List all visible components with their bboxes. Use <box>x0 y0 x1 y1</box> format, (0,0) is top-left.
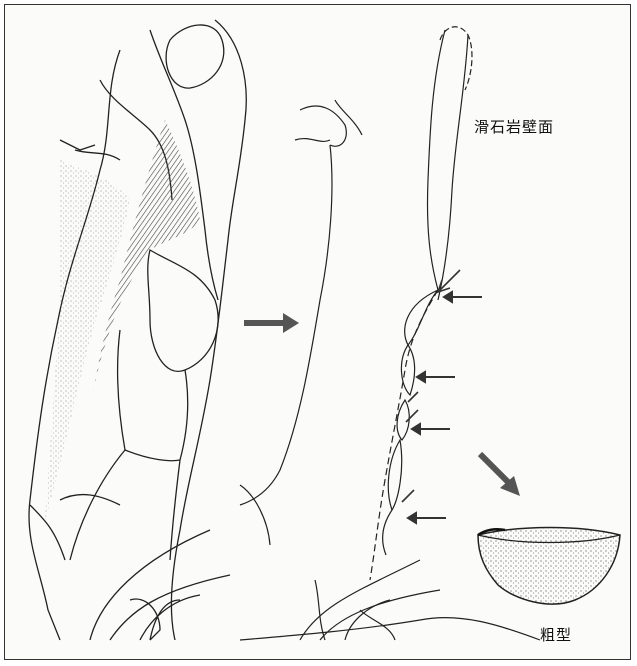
small-diagonal-arrows <box>402 270 460 502</box>
rough-mold-label: 粗型 <box>540 624 572 645</box>
left-stipple <box>45 160 130 520</box>
arrow-down-right-icon <box>480 454 520 496</box>
rough-mold-bowl <box>478 528 620 605</box>
arrow-right-icon <box>244 313 299 333</box>
rock-wall-label: 滑石岩壁面 <box>474 116 554 137</box>
